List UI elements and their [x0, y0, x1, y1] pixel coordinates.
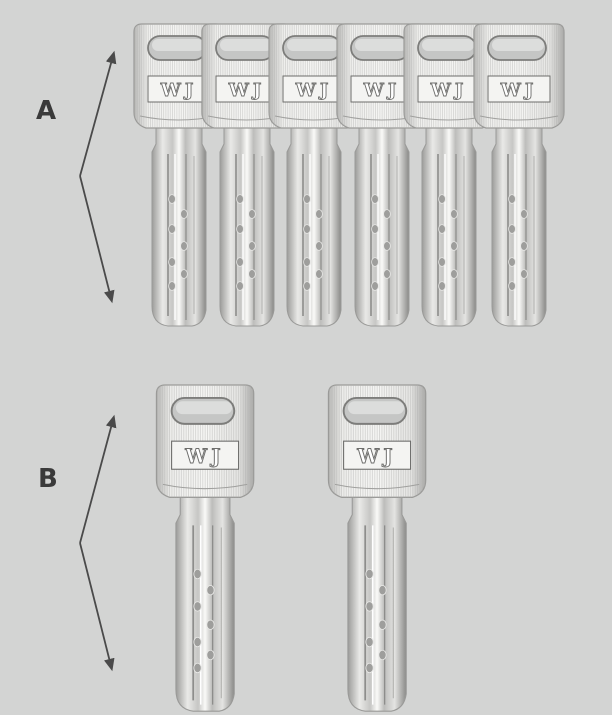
- key-icon: WJ: [403, 23, 495, 327]
- bracket-arrow-icon: [79, 414, 117, 672]
- svg-text:WJ: WJ: [356, 445, 397, 468]
- group-label-a: A: [36, 96, 57, 126]
- group-label-b: B: [38, 464, 58, 494]
- svg-text:WJ: WJ: [500, 80, 538, 101]
- key-icon: WJ: [473, 23, 565, 327]
- keys-layer: WJ WJ WJ WJ WJ WJ WJ WJ: [133, 23, 565, 712]
- arrows-layer: [79, 50, 117, 672]
- key-icon: WJ: [155, 384, 255, 712]
- bracket-arrow-icon: [79, 50, 117, 304]
- svg-text:WJ: WJ: [184, 445, 225, 468]
- svg-text:WJ: WJ: [430, 80, 468, 101]
- svg-text:WJ: WJ: [160, 80, 198, 101]
- svg-text:WJ: WJ: [228, 80, 266, 101]
- svg-text:WJ: WJ: [295, 80, 333, 101]
- svg-text:WJ: WJ: [363, 80, 401, 101]
- key-icon: WJ: [327, 384, 427, 712]
